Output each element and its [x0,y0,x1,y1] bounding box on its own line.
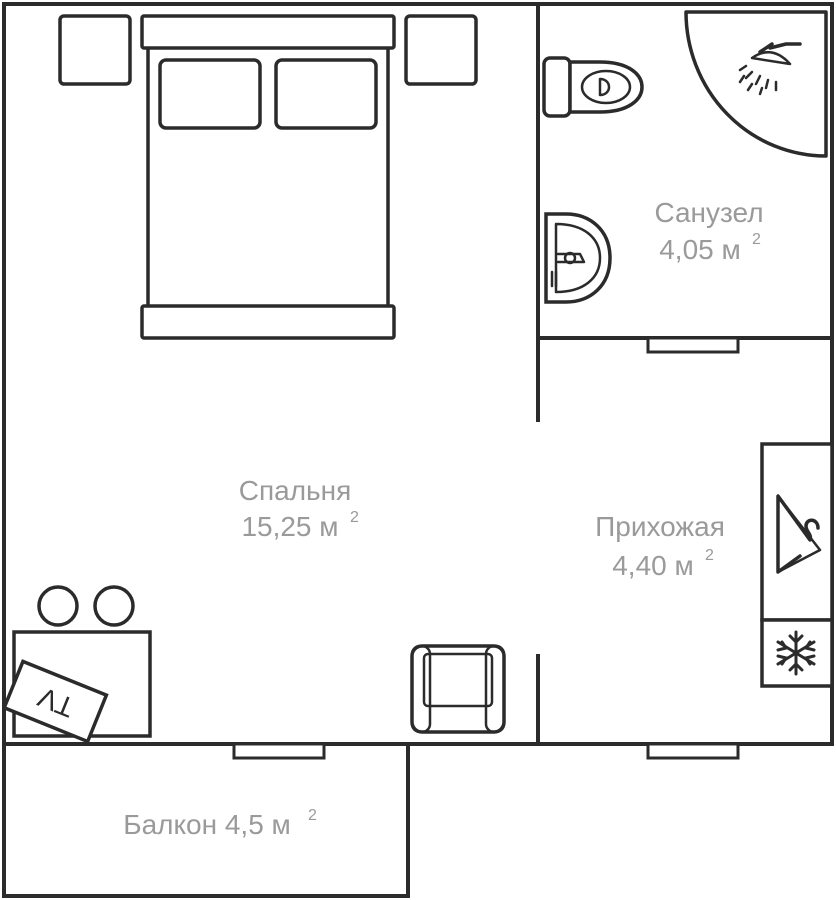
bed-headboard [140,14,396,50]
balcony-label: Балкон 4,5 м [123,809,291,840]
bedroom-area-sup: 2 [350,509,359,526]
toilet-icon [542,56,644,118]
bed [58,14,478,340]
shower-icon [684,10,828,158]
bed-footboard [140,304,396,340]
tv-screen [1,659,109,744]
hanger-icon [776,494,822,574]
hallway-name: Прихожая [595,511,725,542]
balcony-window [232,742,326,760]
hallway-window [646,742,740,760]
hallway-area-sup: 2 [705,547,714,564]
label-bathroom: Санузел 4,05 м 2 [654,197,763,265]
sink-icon [544,212,612,304]
windows [232,336,740,760]
bedroom-name: Спальня [239,475,352,506]
stool-left [37,585,79,627]
armchair-icon [410,644,506,734]
label-hallway: Прихожая 4,40 м 2 [595,511,725,581]
bathroom-name: Санузел [654,197,763,228]
bathroom-window [646,336,740,354]
nightstand-left [58,14,132,86]
label-balcony: Балкон 4,5 м 2 [123,807,317,840]
nightstand-right [404,14,478,86]
stool-right [93,585,135,627]
wardrobe [760,442,834,688]
bathroom-area-sup: 2 [752,231,761,248]
pillow-left [158,58,262,130]
bedroom-area: 15,25 м [241,511,338,542]
balcony-area-sup: 2 [308,807,317,824]
label-bedroom: Спальня 15,25 м 2 [239,475,359,542]
shower-water-drops [738,64,778,96]
snowflake-icon [776,630,816,676]
pillow-right [274,58,378,130]
hallway-area: 4,40 м [612,550,694,581]
bathroom-area: 4,05 м [659,234,741,265]
tv: TV [1,659,109,744]
